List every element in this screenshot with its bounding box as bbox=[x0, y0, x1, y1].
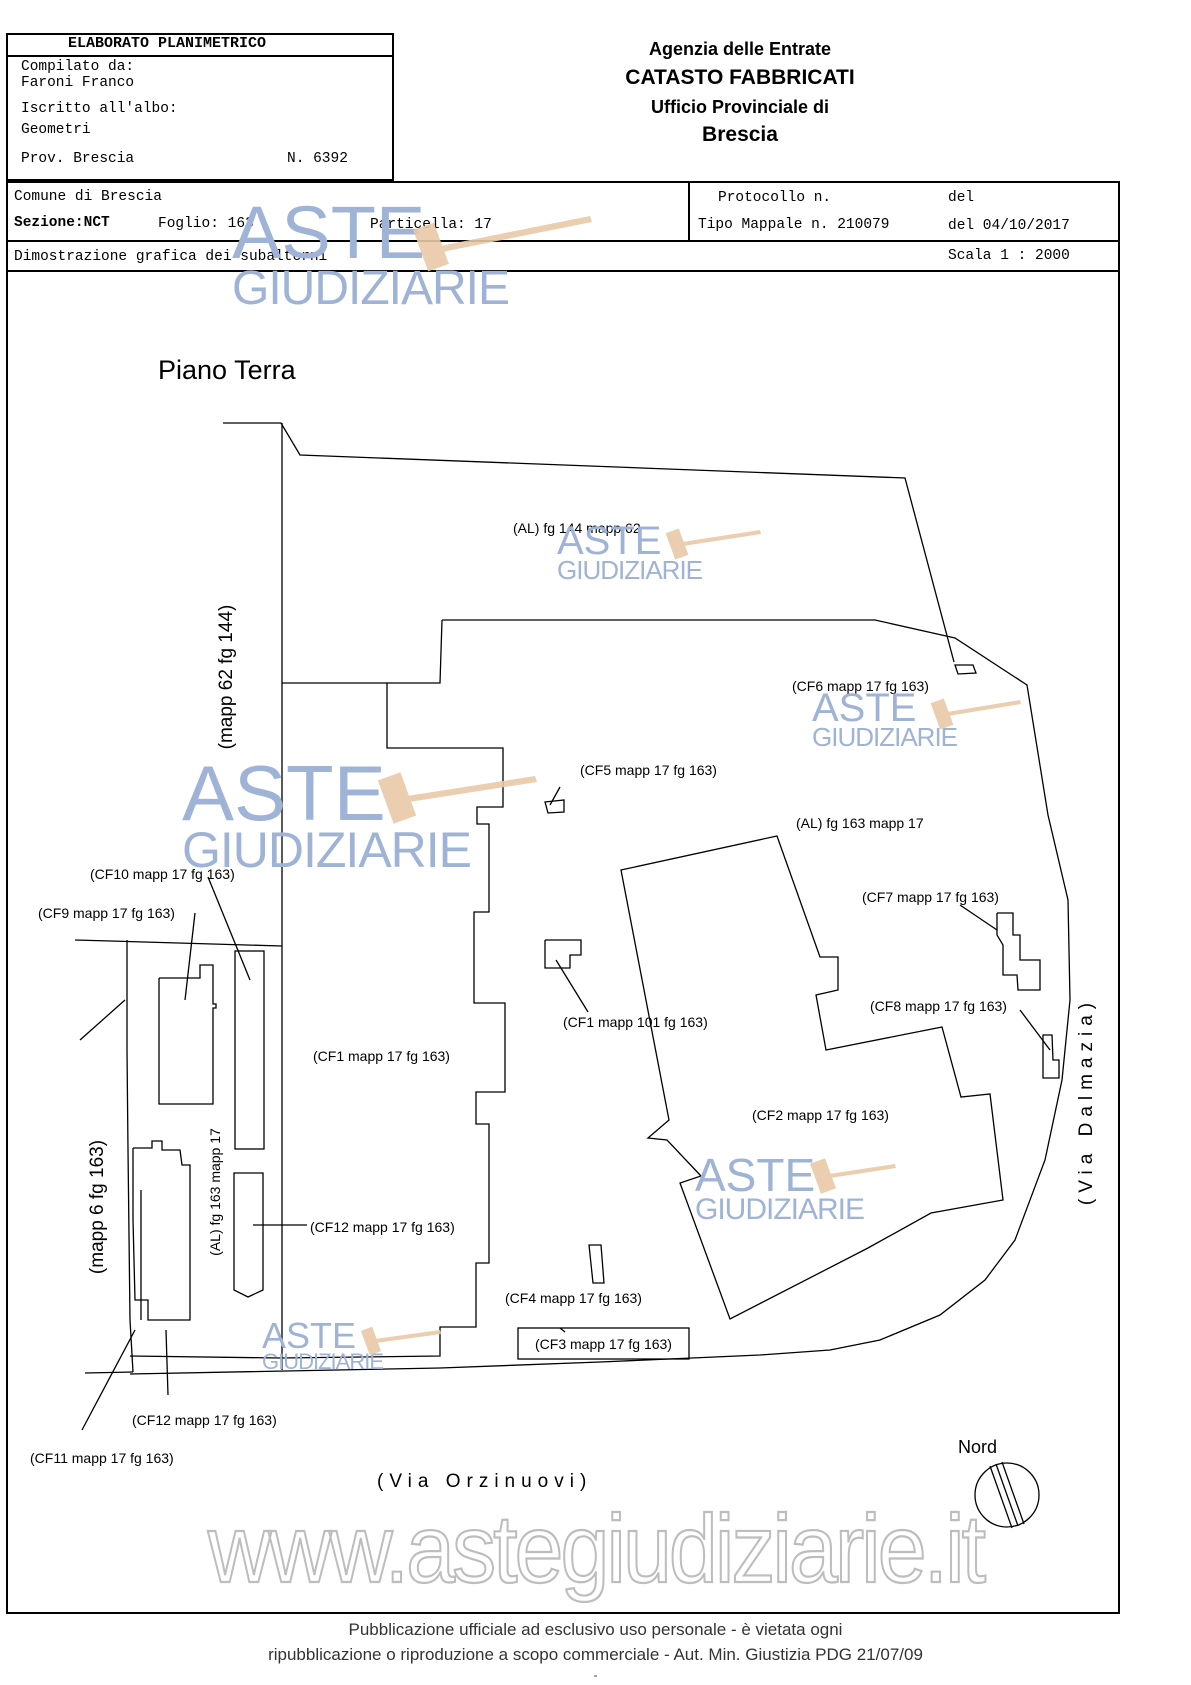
date: del 04/10/2017 bbox=[948, 218, 1070, 234]
info-table-row-divider bbox=[6, 240, 1120, 242]
tipo-mappale: Tipo Mappale n. 210079 bbox=[698, 217, 890, 233]
label-cf4: (CF4 mapp 17 fg 163) bbox=[505, 1290, 642, 1306]
cf3-unit bbox=[517, 1327, 690, 1360]
footer-line-1: Pubblicazione ufficiale ad esclusivo uso… bbox=[348, 1620, 843, 1639]
albo-label: Iscritto all'albo: bbox=[21, 101, 178, 117]
cf1-mapp101-unit bbox=[544, 939, 582, 969]
label-cf6: (CF6 mapp 17 fg 163) bbox=[792, 678, 929, 694]
cf12-building-right bbox=[233, 1172, 264, 1298]
albo-value: Geometri bbox=[21, 122, 91, 138]
cf12-building-left bbox=[132, 1140, 191, 1321]
elab-title: ELABORATO PLANIMETRICO bbox=[68, 35, 267, 52]
cf8-unit bbox=[1042, 1034, 1060, 1079]
cf5-unit bbox=[544, 799, 565, 814]
agency-office: Ufficio Provinciale di bbox=[650, 97, 830, 117]
label-cf7: (CF7 mapp 17 fg 163) bbox=[862, 889, 999, 905]
label-nord: Nord bbox=[958, 1437, 998, 1457]
cf4-unit bbox=[588, 1244, 605, 1284]
floor-title: Piano Terra bbox=[158, 355, 296, 385]
compiled-label: Compilato da: bbox=[21, 59, 135, 75]
label-cf5: (CF5 mapp 17 fg 163) bbox=[580, 762, 717, 778]
north-arrow bbox=[974, 1461, 1040, 1529]
lot-al-fg144-outline bbox=[223, 422, 955, 663]
compiler-box-divider bbox=[6, 55, 394, 57]
label-cf2: (CF2 mapp 17 fg 163) bbox=[752, 1107, 889, 1123]
label-cf9: (CF9 mapp 17 fg 163) bbox=[38, 905, 175, 921]
compiled-name: Faroni Franco bbox=[21, 75, 135, 91]
agency-catasto: CATASTO FABBRICATI bbox=[625, 66, 855, 89]
protocollo-del: del bbox=[948, 190, 975, 206]
drawing-frame bbox=[6, 270, 1120, 1614]
cf2-building bbox=[620, 835, 1004, 1320]
label-cf12-a: (CF12 mapp 17 fg 163) bbox=[310, 1219, 455, 1235]
compiler-box bbox=[6, 33, 394, 181]
label-cf8: (CF8 mapp 17 fg 163) bbox=[870, 998, 1007, 1014]
agency-name: Agenzia delle Entrate bbox=[648, 39, 832, 59]
footer-line-3: - bbox=[593, 1668, 598, 1682]
cf9-building bbox=[158, 964, 217, 1105]
watermark-website: www.astegiudiziarie.it bbox=[207, 1493, 987, 1604]
cf7-unit bbox=[996, 912, 1041, 991]
info-table-col-divider bbox=[688, 181, 690, 241]
province: Prov. Brescia bbox=[21, 151, 135, 167]
registration-number: N. 6392 bbox=[287, 151, 348, 167]
label-cf1-mapp101: (CF1 mapp 101 fg 163) bbox=[563, 1014, 708, 1030]
cf10-building bbox=[234, 950, 265, 1150]
left-strip-rail bbox=[74, 939, 283, 947]
label-cf10: (CF10 mapp 17 fg 163) bbox=[90, 866, 235, 882]
protocollo: Protocollo n. bbox=[718, 190, 832, 206]
label-al-fg163: (AL) fg 163 mapp 17 bbox=[796, 815, 924, 831]
label-cf11: (CF11 mapp 17 fg 163) bbox=[30, 1450, 174, 1466]
label-cf3: (CF3 mapp 17 fg 163) bbox=[535, 1336, 672, 1352]
footer-line-2: ripubblicazione o riproduzione a scopo c… bbox=[268, 1645, 923, 1664]
cf6-unit bbox=[954, 664, 977, 675]
label-cf1: (CF1 mapp 17 fg 163) bbox=[313, 1048, 450, 1064]
agency-city: Brescia bbox=[702, 123, 778, 146]
sezione: Sezione:NCT bbox=[14, 215, 110, 231]
label-al-fg144: (AL) fg 144 mapp 62 bbox=[513, 520, 641, 536]
lot-al-fg163-outline bbox=[279, 619, 506, 1359]
scale: Scala 1 : 2000 bbox=[948, 248, 1070, 264]
comune: Comune di Brescia bbox=[14, 189, 162, 205]
label-cf12-b: (CF12 mapp 17 fg 163) bbox=[132, 1412, 277, 1428]
foglio: Foglio: 163 bbox=[158, 216, 254, 232]
dimostrazione-grafica: Dimostrazione grafica dei subalterni bbox=[14, 249, 328, 265]
lot-al-fg163-top bbox=[129, 619, 1071, 1375]
label-via-orzinuovi: (Via Orzinuovi) bbox=[377, 1471, 593, 1492]
